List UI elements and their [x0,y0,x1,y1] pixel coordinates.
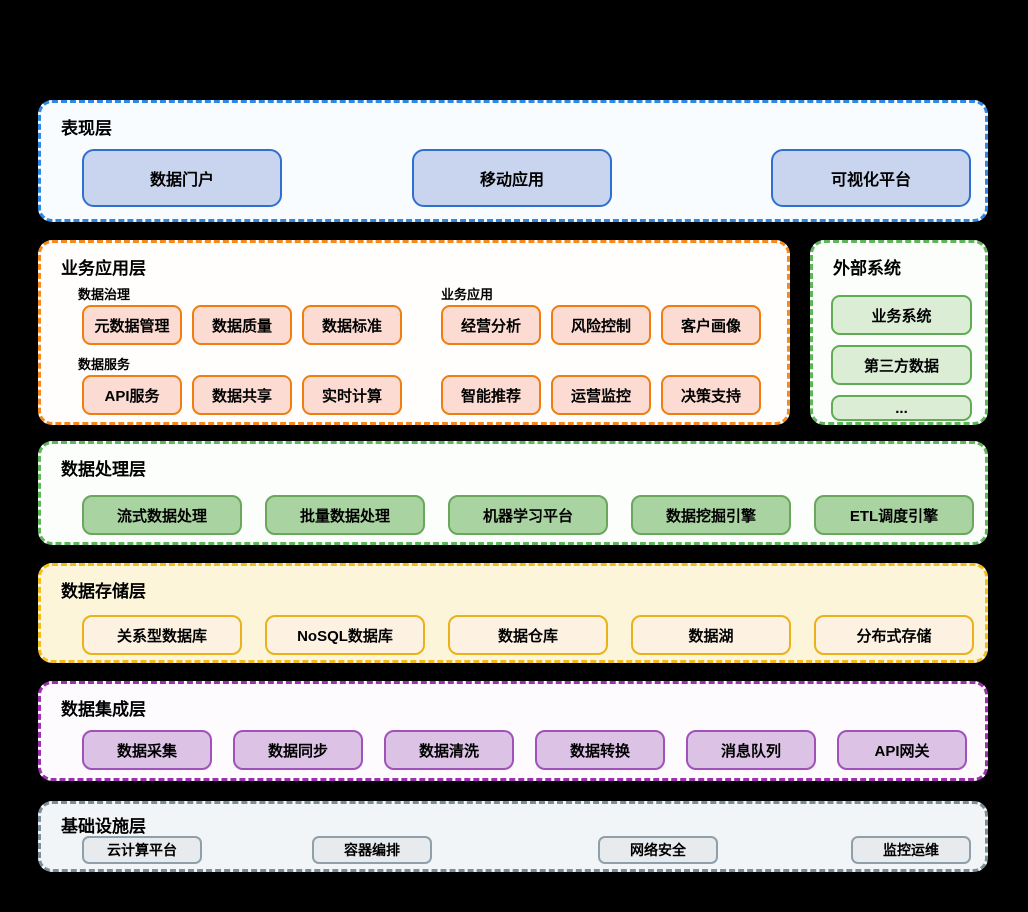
box-visualization-platform: 可视化平台 [771,149,971,207]
group-label-business-app: 业务应用 [441,287,494,302]
layer-integration-title: 数据集成层 [61,700,146,719]
box-data-portal: 数据门户 [82,149,282,207]
box-network-security: 网络安全 [598,836,718,864]
box-business-system: 业务系统 [831,295,972,335]
group-label-data-service: 数据服务 [78,357,131,372]
box-stream-processing: 流式数据处理 [82,495,242,535]
box-data-transform: 数据转换 [535,730,665,770]
box-operation-monitoring: 运营监控 [551,375,651,415]
box-relational-db: 关系型数据库 [82,615,242,655]
layer-data-integration: 数据集成层 数据采集 数据同步 数据清洗 数据转换 消息队列 API网关 [38,681,988,781]
layer-storage-title: 数据存储层 [61,582,146,601]
layer-presentation: 表现层 数据门户 移动应用 可视化平台 [38,100,988,222]
box-nosql-db: NoSQL数据库 [265,615,425,655]
box-api-gateway: API网关 [837,730,967,770]
box-ml-platform: 机器学习平台 [448,495,608,535]
layer-processing-title: 数据处理层 [61,460,146,479]
layer-business-application: 业务应用层 数据治理 元数据管理 数据质量 数据标准 数据服务 API服务 数据… [38,240,790,425]
box-api-service: API服务 [82,375,182,415]
layer-data-storage: 数据存储层 关系型数据库 NoSQL数据库 数据仓库 数据湖 分布式存储 [38,563,988,663]
box-data-warehouse: 数据仓库 [448,615,608,655]
box-data-standard: 数据标准 [302,305,402,345]
box-container-orchestration: 容器编排 [312,836,432,864]
box-business-analysis: 经营分析 [441,305,541,345]
box-distributed-storage: 分布式存储 [814,615,974,655]
box-data-mining-engine: 数据挖掘引擎 [631,495,791,535]
box-more-ellipsis: ... [831,395,972,421]
layer-business-title: 业务应用层 [61,259,146,278]
box-realtime-computing: 实时计算 [302,375,402,415]
box-data-collection: 数据采集 [82,730,212,770]
box-intelligent-recommendation: 智能推荐 [441,375,541,415]
box-data-sharing: 数据共享 [192,375,292,415]
box-risk-control: 风险控制 [551,305,651,345]
box-data-quality: 数据质量 [192,305,292,345]
box-etl-scheduler: ETL调度引擎 [814,495,974,535]
box-third-party-data: 第三方数据 [831,345,972,385]
box-decision-support: 决策支持 [661,375,761,415]
box-data-sync: 数据同步 [233,730,363,770]
layer-data-processing: 数据处理层 流式数据处理 批量数据处理 机器学习平台 数据挖掘引擎 ETL调度引… [38,441,988,545]
box-data-lake: 数据湖 [631,615,791,655]
box-message-queue: 消息队列 [686,730,816,770]
box-mobile-app: 移动应用 [412,149,612,207]
layer-infrastructure: 基础设施层 云计算平台 容器编排 网络安全 监控运维 [38,801,988,872]
box-monitoring-ops: 监控运维 [851,836,971,864]
box-cloud-platform: 云计算平台 [82,836,202,864]
group-label-data-governance: 数据治理 [78,287,131,302]
layer-presentation-title: 表现层 [61,119,112,138]
box-metadata-management: 元数据管理 [82,305,182,345]
layer-external-systems: 外部系统 业务系统 第三方数据 ... [810,240,988,425]
layer-infrastructure-title: 基础设施层 [61,817,146,836]
box-customer-profile: 客户画像 [661,305,761,345]
box-data-cleaning: 数据清洗 [384,730,514,770]
layer-external-title: 外部系统 [833,259,901,278]
box-batch-processing: 批量数据处理 [265,495,425,535]
